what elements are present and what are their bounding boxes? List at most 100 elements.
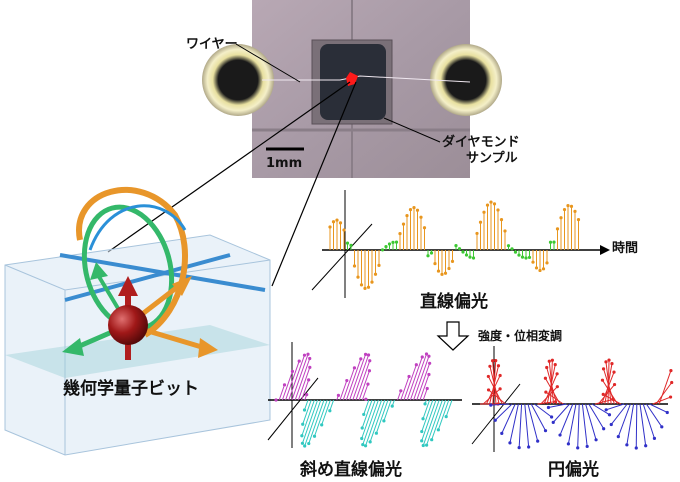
- diag-wave-vector-tip: [420, 439, 424, 443]
- circ-wave-vector: [595, 398, 614, 405]
- circ-wave-vector: [602, 379, 619, 405]
- diag-wave-vector-tip: [303, 444, 307, 448]
- electrode-ring-right: [430, 44, 502, 116]
- diag-wave-vector-tip: [364, 397, 368, 401]
- linear-wave-vector-tip: [492, 202, 497, 206]
- circ-wave-vector-tip: [550, 415, 554, 419]
- linear-wave-vector-tip: [366, 285, 371, 289]
- diag-wave-vector: [358, 370, 370, 401]
- linear-wave-vector-tip: [485, 203, 490, 207]
- diag-wave-vector-tip: [361, 443, 365, 447]
- circ-wave-vector-tip: [545, 365, 549, 370]
- circ-wave-vector-tip: [488, 364, 492, 368]
- circ-wave-vector-tip: [546, 405, 551, 410]
- linear-wave-vector-tip: [328, 225, 332, 229]
- circ-wave-vector-tip: [543, 376, 548, 380]
- diag-wave-vector: [362, 399, 379, 445]
- circ-wave-vector: [501, 403, 516, 434]
- linear-wave-vector-tip: [475, 231, 479, 236]
- diag-wave-vector: [397, 390, 402, 401]
- diag-wave-vector: [301, 399, 319, 444]
- circ-wave-vector: [490, 403, 509, 406]
- diag-wave-vector: [419, 374, 430, 401]
- diag-wave-vector: [342, 367, 355, 401]
- linear-wave-vector-tip: [401, 222, 406, 226]
- linear-wave-vector-tip: [468, 255, 472, 259]
- diag-wave-vector: [314, 399, 328, 437]
- diag-wave-vector: [294, 358, 311, 401]
- diag-wave-vector-tip: [444, 415, 448, 419]
- diag-wave-vector: [437, 399, 450, 430]
- circ-wave-vector-tip: [669, 368, 673, 373]
- circ-wave-vector-tip: [652, 436, 657, 440]
- circ-wave-vector-tip: [625, 443, 629, 447]
- diag-wave-vector-tip: [328, 409, 332, 413]
- diag-wave-vector-tip: [352, 366, 357, 370]
- diag-wave-vector: [363, 399, 370, 415]
- linear-wave-vector-tip: [457, 247, 462, 251]
- diag-wave-vector-tip: [363, 352, 368, 356]
- circ-wave-vector-tip: [493, 418, 497, 422]
- linear-wave-vector-tip: [356, 275, 360, 279]
- crystal-plane: [5, 325, 270, 378]
- linear-wave-vector-tip: [384, 245, 388, 249]
- diag-wave-vector: [281, 371, 293, 401]
- circ-wave-vector-tip: [601, 392, 605, 396]
- linear-wave-vector-tip: [527, 255, 532, 260]
- linear-wave-vector-tip: [566, 204, 570, 208]
- diag-wave-vector: [416, 363, 431, 401]
- circ-depth-axis: [471, 383, 521, 445]
- diag-wave-vector-tip: [302, 408, 307, 412]
- diag-wave-vector: [383, 399, 392, 422]
- linear-wave-vector-tip: [359, 283, 364, 287]
- diag-wave-vector: [426, 399, 443, 446]
- diag-wave-vector: [403, 364, 417, 401]
- circ-wave-vector: [488, 389, 506, 405]
- diag-wave-vector-tip: [290, 369, 295, 373]
- circ-wave-vector-tip: [555, 372, 559, 376]
- linear-wave-vector-tip: [531, 260, 535, 264]
- linear-wave-vector-tip: [391, 240, 395, 244]
- diag-wave-vector-tip: [306, 352, 310, 356]
- circ-wave-vector: [652, 396, 671, 405]
- circ-wave-vector-tip: [544, 390, 548, 394]
- diag-wave-vector-tip: [420, 429, 424, 434]
- linear-wave-vector-tip: [576, 218, 581, 222]
- circ-wave-vector: [527, 403, 539, 442]
- circ-wave-vector: [605, 361, 612, 405]
- linear-wave-vector-tip: [398, 232, 402, 236]
- diag-wave-vector-tip: [430, 438, 434, 442]
- diag-wave-vector-tip: [427, 372, 431, 377]
- diag-wave-vector: [409, 353, 427, 401]
- diag-wave-vector: [361, 383, 369, 401]
- circular-polarized-wave: [471, 346, 674, 452]
- diag-wave-vector-tip: [308, 356, 312, 361]
- circ-wave-vector-tip: [612, 370, 616, 374]
- scale-label: 1mm: [266, 156, 302, 171]
- circ-wave-vector-tip: [660, 425, 664, 429]
- diag-wave-vector: [329, 399, 335, 411]
- linear-wave-vector-tip: [489, 200, 493, 204]
- circ-wave-vector-tip: [494, 358, 498, 363]
- circ-wave-vector: [602, 393, 622, 405]
- diag-wave-vector: [406, 356, 423, 401]
- linear-wave-vector-tip: [454, 243, 458, 248]
- linear-wave-vector-tip: [510, 247, 514, 251]
- linear-wave-vector-tip: [335, 218, 339, 222]
- linear-wave-vector-tip: [471, 256, 476, 260]
- diag-wave-vector-tip: [367, 369, 372, 373]
- green-vector-2-head: [90, 262, 108, 280]
- circ-wave-vector: [606, 403, 625, 411]
- linear-wave-vector-tip: [545, 261, 549, 265]
- down-arrow-icon: [436, 321, 470, 351]
- circ-wave-vector: [524, 403, 530, 448]
- diag-wave-vector: [422, 388, 428, 401]
- diag-wave-vector: [301, 399, 315, 436]
- circ-wave-vector-tip: [616, 435, 620, 439]
- orange-vector-head: [198, 338, 218, 358]
- circ-wave-vector: [639, 403, 647, 446]
- circ-wave-vector: [559, 403, 574, 436]
- circ-wave-vector-tip: [508, 441, 512, 445]
- diag-wave-vector-tip: [399, 389, 403, 393]
